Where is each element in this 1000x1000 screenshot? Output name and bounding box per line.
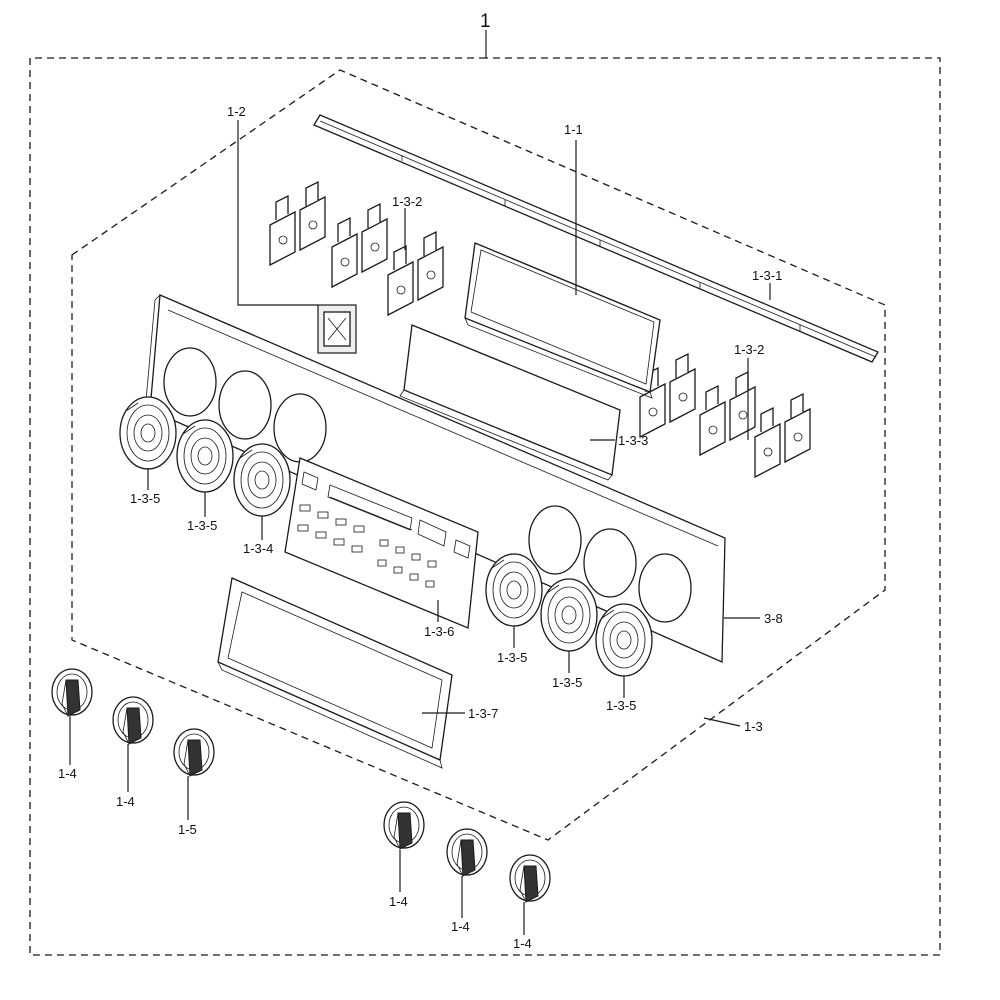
knob-1 xyxy=(51,668,93,717)
window-frame xyxy=(217,577,453,769)
knob-2 xyxy=(112,696,154,745)
pcb-cover xyxy=(464,242,661,399)
label-knob-2: 1-4 xyxy=(116,794,135,809)
label-bezel-1: 1-3-5 xyxy=(130,491,160,506)
panel-assembly-boundary xyxy=(71,69,886,841)
bezel-2 xyxy=(176,419,234,493)
bracket-left-a xyxy=(269,181,326,266)
bezel-5 xyxy=(595,603,653,677)
label-knob-6: 1-4 xyxy=(513,936,532,951)
knob-4 xyxy=(383,801,425,850)
bracket-left-b xyxy=(331,203,388,288)
label-bezel-5: 1-3-5 xyxy=(606,698,636,713)
label-window-frame: 1-3-7 xyxy=(468,706,498,721)
knob-3 xyxy=(173,728,215,777)
label-bezel-3: 1-3-5 xyxy=(497,650,527,665)
bracket-right-c xyxy=(754,393,811,478)
label-bezel-4: 1-3-5 xyxy=(552,675,582,690)
bezel-small xyxy=(233,443,291,517)
label-pcb-housing: 1-3-3 xyxy=(618,433,648,448)
label-knob-5: 1-4 xyxy=(451,919,470,934)
label-overlay: 1-3-6 xyxy=(424,624,454,639)
bezel-1 xyxy=(119,396,177,470)
leader-lines xyxy=(69,120,771,935)
label-back-panel: 3-8 xyxy=(764,611,783,626)
label-panel-assembly: 1-3 xyxy=(744,719,763,734)
label-knob-4: 1-4 xyxy=(389,894,408,909)
knob-5 xyxy=(446,828,488,877)
knob-6 xyxy=(509,854,551,903)
overlay xyxy=(284,457,479,629)
rail xyxy=(313,114,879,363)
back-panel xyxy=(144,294,726,663)
label-pcb-cover: 1-1 xyxy=(564,122,583,137)
label-bracket-right: 1-3-2 xyxy=(734,342,764,357)
bezel-4 xyxy=(540,578,598,652)
switch xyxy=(317,304,357,354)
label-bezel-2: 1-3-5 xyxy=(187,518,217,533)
label-bracket-left: 1-3-2 xyxy=(392,194,422,209)
label-bezel-small: 1-3-4 xyxy=(243,541,273,556)
label-assembly: 1 xyxy=(480,11,491,32)
bezel-3 xyxy=(485,553,543,627)
label-knob-3: 1-5 xyxy=(178,822,197,837)
bracket-left-c xyxy=(387,231,444,316)
label-knob-1: 1-4 xyxy=(58,766,77,781)
label-switch: 1-2 xyxy=(227,104,246,119)
label-rail: 1-3-1 xyxy=(752,268,782,283)
bracket-right-b xyxy=(699,371,756,456)
